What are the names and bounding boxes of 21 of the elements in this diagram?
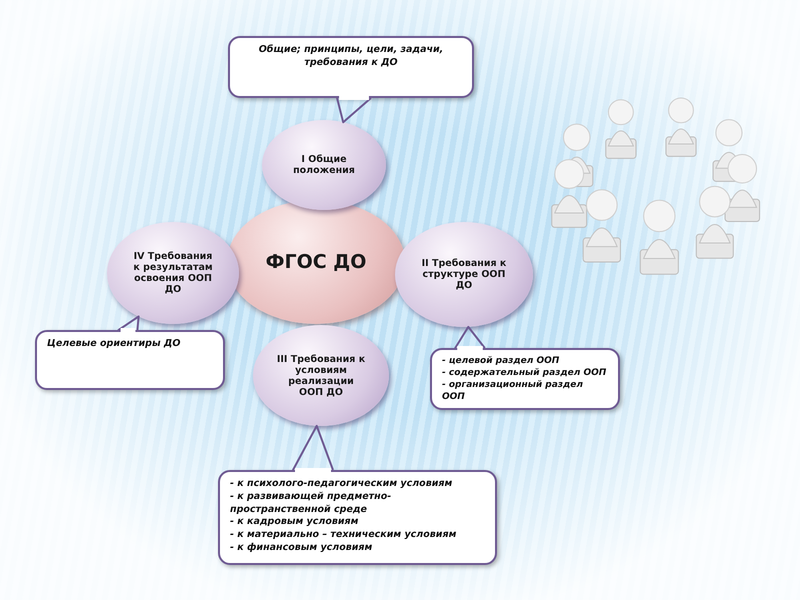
bubble-text: Целевые ориентиры ДО	[47, 338, 180, 351]
circle-label: I Общие положения	[292, 154, 356, 176]
speech-bubble-tail	[454, 326, 486, 349]
speech-bubble-tail	[336, 97, 372, 124]
bubble-text: - к кадровым условиям	[230, 516, 358, 530]
bubble-text: - содержательный раздел ООП	[442, 367, 606, 380]
circle-label: IV Требования к результатам освоения ООП ДО	[132, 251, 214, 295]
speech-bubble	[218, 470, 497, 565]
circle-label: ФГОС ДО	[266, 251, 366, 273]
circle-label: III Требования к условиям реализации ООП ДО	[276, 354, 366, 398]
bubble-text: - к материально – техническим условиям	[230, 529, 456, 542]
speech-bubble	[35, 330, 225, 390]
bubble-text: - к психолого-педагогическим условиям	[230, 478, 452, 491]
bubble-text: - к развивающей предметно-пространственной среде	[230, 490, 392, 516]
speech-bubble-tail	[118, 316, 140, 331]
bubble-text: Общие; принципы, цели, задачи, требования к ДО	[258, 44, 444, 70]
bubble-text: - к финансовым условиям	[230, 542, 372, 555]
bubble-text: - организационный раздел ООП	[442, 379, 584, 404]
bubble-text: - целевой раздел ООП	[442, 355, 560, 368]
speech-bubble-tail	[292, 424, 334, 471]
circle-label: II Требования к структуре ООП ДО	[420, 258, 508, 291]
